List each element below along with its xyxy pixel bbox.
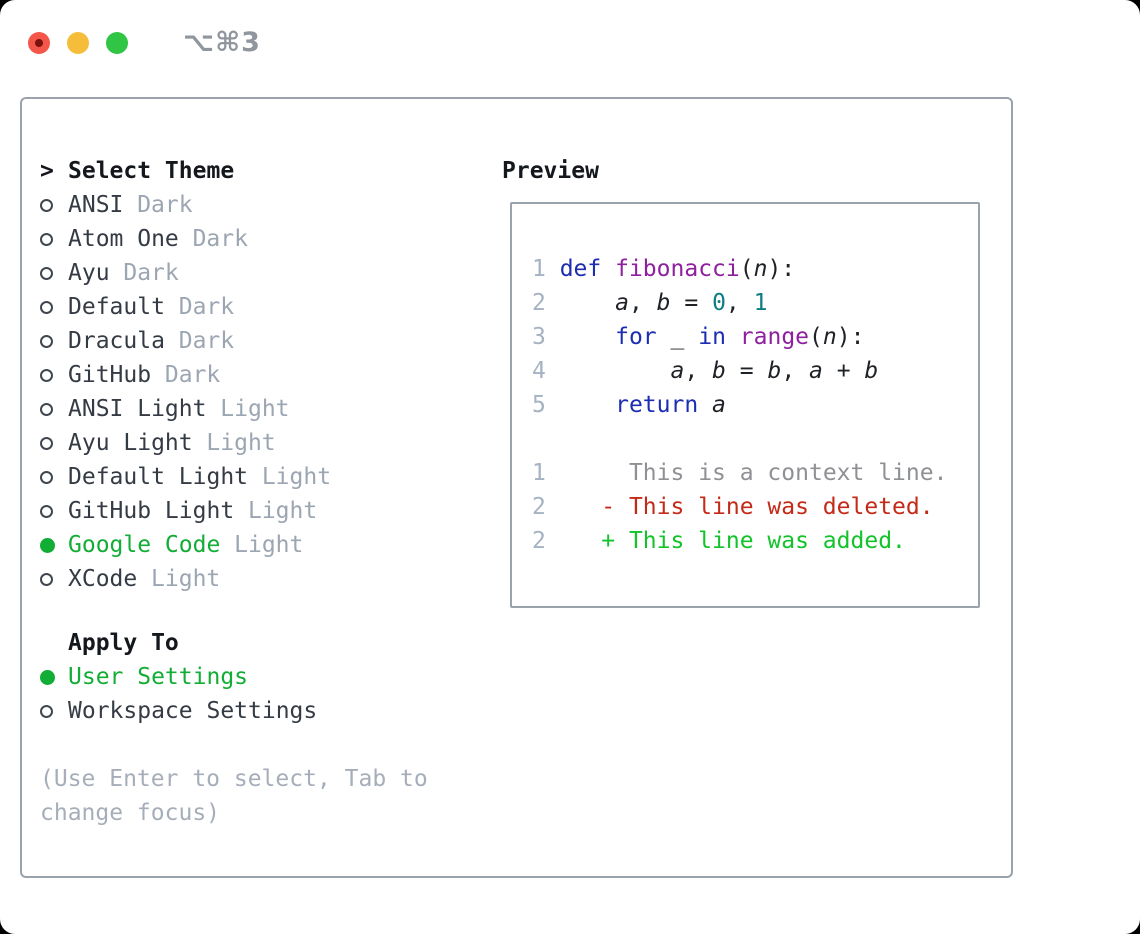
theme-variant-label: Dark <box>123 260 179 286</box>
apply-to-option[interactable]: User Settings <box>40 660 440 694</box>
option-label: Atom One <box>68 226 179 252</box>
option-label: GitHub Light <box>68 498 235 524</box>
code-line: 4 a, b = b, a + b <box>532 358 879 384</box>
theme-variant-label: Light <box>261 464 332 490</box>
code-preview: 1 def fibonacci(n): 2 a, b = 0, 1 3 for _ … <box>512 204 978 558</box>
theme-option[interactable]: ANSI Dark <box>40 188 440 222</box>
code-line: 2 - This line was deleted. <box>532 494 934 520</box>
radio-icon <box>40 300 53 314</box>
theme-option[interactable]: Default Light Light <box>40 460 440 494</box>
radio-icon <box>40 504 53 518</box>
theme-option[interactable]: Google Code Light <box>40 528 440 562</box>
apply-to-title: Apply To <box>68 630 179 656</box>
prompt-icon: > <box>40 158 54 184</box>
code-line: 2 + This line was added. <box>532 528 906 554</box>
code-line: 1 This is a context line. <box>532 460 948 486</box>
option-label: User Settings <box>68 664 249 690</box>
theme-option[interactable]: Atom One Dark <box>40 222 440 256</box>
theme-option[interactable]: GitHub Dark <box>40 358 440 392</box>
theme-variant-label: Light <box>206 430 276 456</box>
option-label: Ayu Light <box>68 430 193 456</box>
code-line: 3 for _ in range(n): <box>532 324 865 350</box>
radio-icon <box>40 334 53 348</box>
theme-variant-label: Light <box>234 532 304 558</box>
theme-option[interactable]: Dracula Dark <box>40 324 440 358</box>
theme-variant-label: Light <box>247 498 318 524</box>
radio-icon <box>40 402 53 416</box>
help-text: (Use Enter to select, Tab to change focu… <box>40 766 428 826</box>
code-line: 2 a, b = 0, 1 <box>532 290 768 316</box>
theme-variant-label: Dark <box>164 362 221 388</box>
window-hotkey-label: ⌥⌘3 <box>183 27 261 58</box>
theme-option[interactable]: Ayu Light Light <box>40 426 440 460</box>
theme-option[interactable]: XCode Light <box>40 562 440 596</box>
theme-option[interactable]: Default Dark <box>40 290 440 324</box>
option-label: Default <box>68 294 165 320</box>
option-label: Workspace Settings <box>68 698 318 724</box>
theme-variant-label: Dark <box>137 192 193 218</box>
theme-variant-label: Light <box>151 566 221 592</box>
apply-to-header: Apply To <box>40 626 440 660</box>
minimize-button[interactable] <box>67 31 89 54</box>
radio-icon <box>40 704 53 718</box>
code-line: 1 def fibonacci(n): <box>532 256 796 282</box>
option-label: ANSI <box>68 192 124 218</box>
option-label: Dracula <box>68 328 165 354</box>
radio-icon <box>40 266 53 280</box>
radio-icon <box>40 368 53 382</box>
theme-variant-label: Dark <box>178 328 235 354</box>
close-button-dot-icon <box>35 38 43 47</box>
theme-variant-label: Dark <box>178 294 235 320</box>
theme-variant-label: Light <box>220 396 290 422</box>
maximize-button[interactable] <box>106 31 128 54</box>
radio-icon <box>40 232 53 246</box>
theme-option[interactable]: GitHub Light Light <box>40 494 440 528</box>
radio-selected-icon <box>40 669 55 685</box>
radio-selected-icon <box>40 537 55 553</box>
radio-icon <box>40 436 53 450</box>
option-label: ANSI Light <box>68 396 207 422</box>
radio-icon <box>40 470 53 484</box>
code-line: 5 return a <box>532 392 726 418</box>
window-titlebar: ⌥⌘3 <box>28 27 261 58</box>
close-button[interactable] <box>28 31 50 54</box>
theme-option[interactable]: ANSI Light Light <box>40 392 440 426</box>
code-line <box>532 422 978 456</box>
radio-icon <box>40 198 53 212</box>
theme-option[interactable]: Ayu Dark <box>40 256 440 290</box>
preview-header: Preview <box>502 158 599 184</box>
option-label: XCode <box>68 566 138 592</box>
radio-icon <box>40 572 53 586</box>
select-theme-title: Select Theme <box>68 158 235 184</box>
apply-to-option[interactable]: Workspace Settings <box>40 694 440 728</box>
option-label: Ayu <box>68 260 110 286</box>
option-label: Default Light <box>68 464 249 490</box>
select-theme-header: > Select Theme <box>40 154 440 188</box>
preview-box: 1 def fibonacci(n): 2 a, b = 0, 1 3 for _ … <box>510 202 980 608</box>
option-label: GitHub <box>68 362 152 388</box>
theme-variant-label: Dark <box>192 226 248 252</box>
option-label: Google Code <box>68 532 221 558</box>
